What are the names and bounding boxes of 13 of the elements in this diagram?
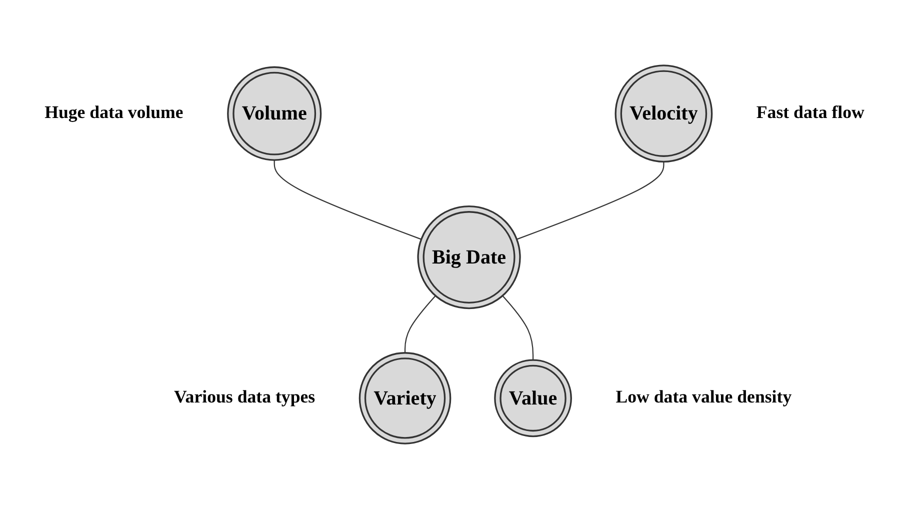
node-label: Fast data flow <box>756 104 864 123</box>
connector <box>502 295 534 360</box>
node-label: Low data value density <box>616 388 792 408</box>
node-circle: Volume <box>227 66 322 161</box>
connector <box>516 162 664 240</box>
connector <box>274 160 422 240</box>
node-label: Various data types <box>174 388 316 408</box>
node-circle: Value <box>494 359 572 438</box>
node-circle: Velocity <box>614 64 713 163</box>
node-label: Huge data volume <box>44 104 184 123</box>
node-circle: Big Date <box>417 205 521 310</box>
node-circle: Variety <box>358 352 452 444</box>
connector <box>404 295 436 353</box>
